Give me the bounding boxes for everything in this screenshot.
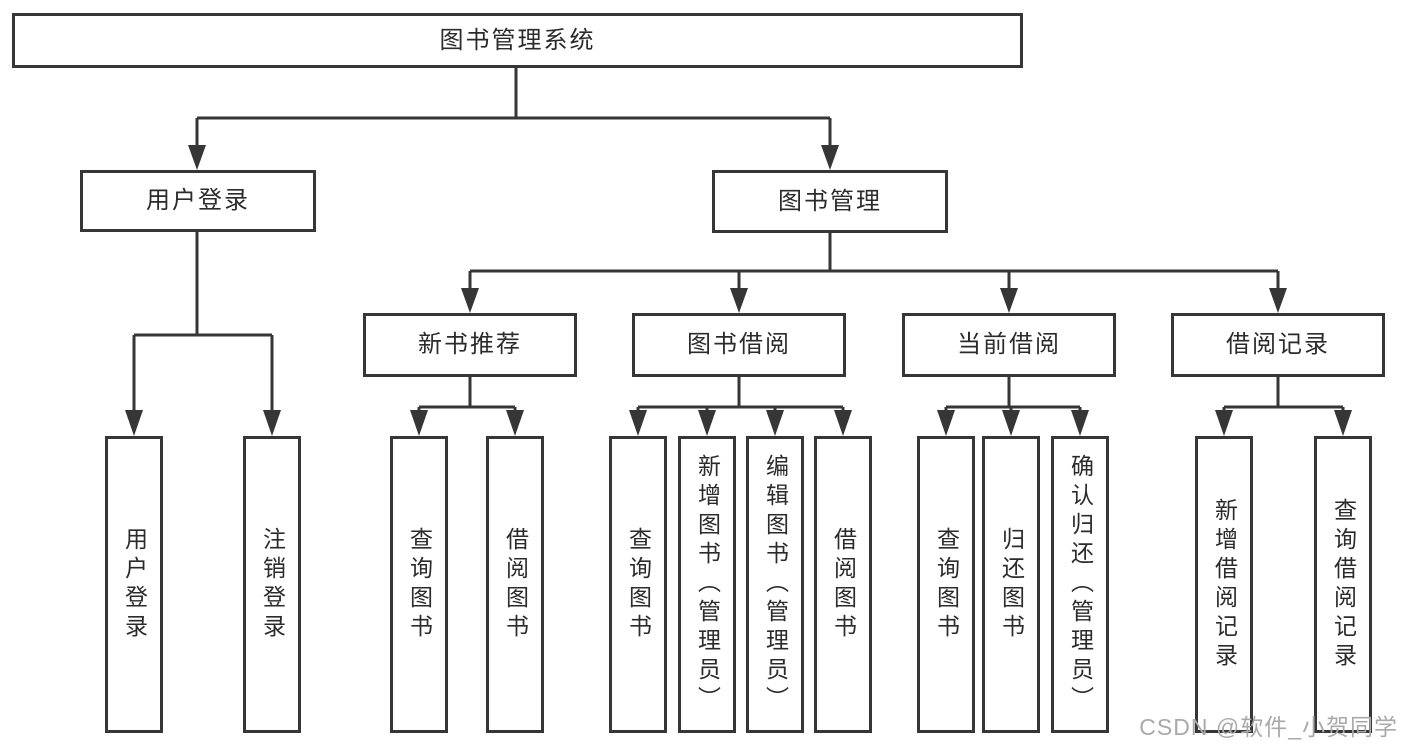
arrowhead [263,410,281,436]
connector-borrow-records [1222,377,1345,412]
arrowhead [698,410,716,436]
csdn-watermark: CSDN @软件_小贺同学 [1139,714,1398,740]
arrowhead [125,410,143,436]
node-label: 新增借阅记录 [1211,497,1238,672]
leaf-return-book: 归还图书 [982,436,1040,733]
arrowhead [1002,410,1020,436]
node-borrow-records: 借阅记录 [1171,313,1385,377]
node-label: 查询借阅记录 [1330,497,1357,672]
arrowhead [1269,288,1287,313]
node-label: 查询图书 [625,526,652,643]
node-label: 借阅图书 [502,526,529,643]
leaf-query-borrow-record: 查询借阅记录 [1314,436,1372,733]
leaf-borrow-book-recommend: 借阅图书 [486,436,544,733]
connector-book-borrow [636,377,845,412]
node-label: 新增图书（管理员） [694,454,721,715]
node-new-book-recommend: 新书推荐 [363,313,577,377]
leaf-borrow-book: 借阅图书 [814,436,872,733]
leaf-query-book: 查询图书 [609,436,667,733]
leaf-add-borrow-record: 新增借阅记录 [1195,436,1253,733]
connector-user-login [132,232,274,412]
node-book-management: 图书管理 [712,170,948,233]
node-label: 借阅图书 [830,526,857,643]
leaf-confirm-return-admin: 确认归还（管理员） [1051,436,1109,733]
node-label: 图书借阅 [687,331,791,358]
node-label: 借阅记录 [1226,331,1330,358]
arrowhead [1071,410,1089,436]
connector-root-stem [195,68,832,146]
node-label: 注销登录 [259,526,286,643]
leaf-query-book-recommend: 查询图书 [390,436,448,733]
node-root-system: 图书管理系统 [12,13,1023,68]
node-label: 确认归还（管理员） [1067,454,1094,715]
node-label: 图书管理系统 [439,26,596,54]
leaf-logout: 注销登录 [243,436,301,733]
node-label: 用户登录 [121,526,148,643]
node-label: 图书管理 [778,187,882,215]
arrowhead [629,410,647,436]
leaf-edit-book-admin: 编辑图书（管理员） [746,436,804,733]
connector-book-management [468,233,1280,289]
node-user-login: 用户登录 [80,170,316,232]
arrowhead [730,288,748,313]
arrowhead [1000,288,1018,313]
arrowhead [821,145,839,170]
leaf-user-login: 用户登录 [105,436,163,733]
node-book-borrow: 图书借阅 [632,313,846,377]
connector-current-borrow [944,377,1082,412]
arrowhead [1215,410,1233,436]
node-label: 查询图书 [933,526,960,643]
arrowhead [188,145,206,170]
arrowhead [506,410,524,436]
node-label: 用户登录 [146,187,250,214]
node-current-borrow: 当前借阅 [902,313,1116,377]
arrowhead [766,410,784,436]
arrowhead [1334,410,1352,436]
node-label: 当前借阅 [957,331,1061,358]
arrowhead [461,288,479,313]
arrowhead [410,410,428,436]
arrowhead [834,410,852,436]
node-label: 归还图书 [998,526,1025,643]
connector-new-book-recommend [417,377,517,412]
node-label: 新书推荐 [418,331,522,358]
leaf-query-book-current: 查询图书 [917,436,975,733]
node-label: 编辑图书（管理员） [762,454,789,715]
leaf-add-book-admin: 新增图书（管理员） [678,436,736,733]
arrowhead [937,410,955,436]
node-label: 查询图书 [406,526,433,643]
